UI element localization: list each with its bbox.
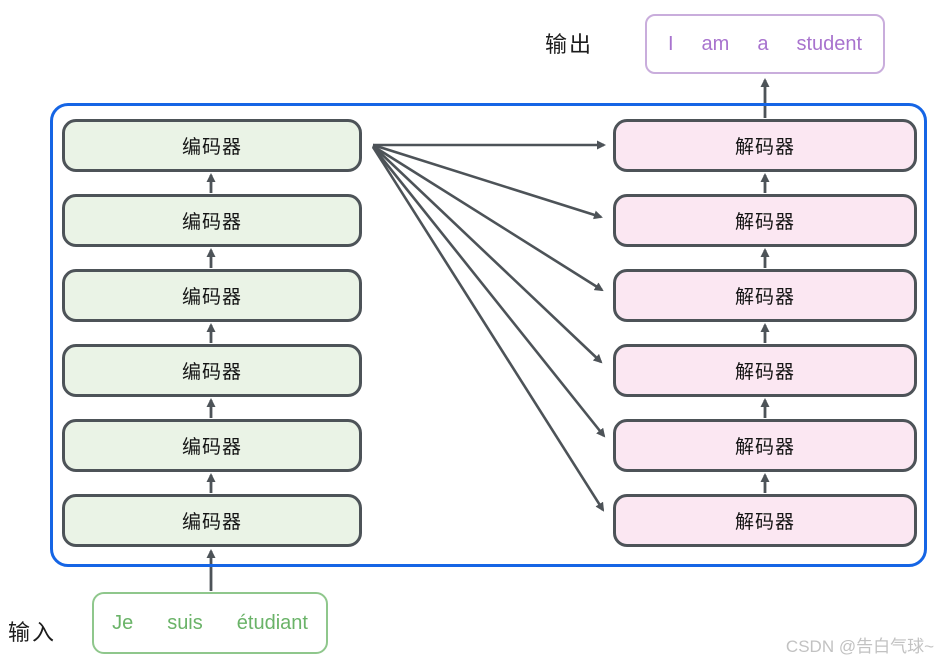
model-container-frame xyxy=(50,103,927,567)
decoder-box-4: 解码器 xyxy=(613,344,917,397)
input-phrase-box: Je suis étudiant xyxy=(92,592,328,654)
watermark: CSDN @告白气球~ xyxy=(785,637,934,656)
output-word: a xyxy=(757,32,769,55)
encoder-box-5: 编码器 xyxy=(62,419,362,472)
encoder-box-4: 编码器 xyxy=(62,344,362,397)
input-word: suis xyxy=(167,611,203,634)
input-label: 输入 xyxy=(8,620,57,645)
output-phrase-box: I am a student xyxy=(645,14,885,74)
decoder-box-3: 解码器 xyxy=(613,269,917,322)
input-word: Je xyxy=(112,611,134,634)
output-word: am xyxy=(701,32,730,55)
decoder-box-1: 解码器 xyxy=(613,119,917,172)
output-word: I xyxy=(667,32,674,55)
decoder-box-6: 解码器 xyxy=(613,494,917,547)
encoder-box-1: 编码器 xyxy=(62,119,362,172)
output-label: 输出 xyxy=(545,32,594,57)
output-word: student xyxy=(796,32,863,55)
decoder-box-5: 解码器 xyxy=(613,419,917,472)
input-word: étudiant xyxy=(236,611,308,634)
encoder-box-3: 编码器 xyxy=(62,269,362,322)
decoder-box-2: 解码器 xyxy=(613,194,917,247)
encoder-box-6: 编码器 xyxy=(62,494,362,547)
encoder-box-2: 编码器 xyxy=(62,194,362,247)
